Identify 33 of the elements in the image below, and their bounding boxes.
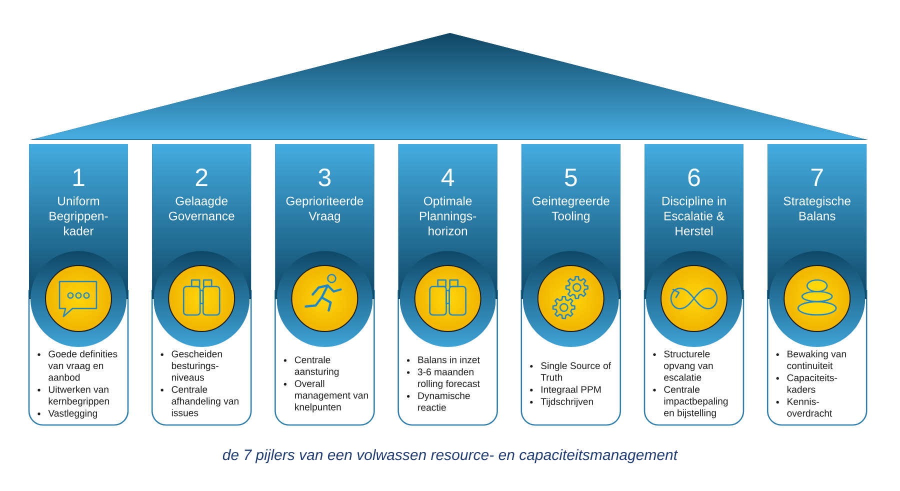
bullet-item: Kennis- overdracht [787, 398, 832, 417]
pillar-number: 5 [564, 168, 577, 186]
pillar-title: Optimale Plannings- horizon [420, 196, 476, 236]
bullet-item: Tijdschrijven [540, 398, 593, 407]
caption: de 7 pijlers van een volwassen resource- en capaciteitsmanagement [222, 449, 678, 464]
bullet-item: Integraal PPM [541, 386, 601, 395]
bullet-item: Structurele opvang van escalatie [664, 350, 713, 381]
bullet-item: Centrale afhandeling van issues [172, 386, 238, 416]
bullet-item: Vastlegging [48, 410, 98, 419]
bullet-item: Capaciteits- kaders [787, 374, 838, 393]
bullet-item: Bewaking van continuiteit [787, 350, 846, 370]
bullet-item: Overall management van knelpunten [294, 380, 368, 412]
pillar-number: 4 [441, 168, 454, 186]
bullet-item: Single Source of Truth [540, 362, 612, 381]
bullet-item: Centrale aansturing [294, 356, 339, 377]
pillar-title: Geintegreerde Tooling [532, 196, 610, 223]
bullet-item: Balans in inzet [418, 356, 480, 364]
bullet-item: Gescheiden besturings- niveaus [172, 350, 222, 381]
pillar-number: 7 [811, 168, 823, 186]
pillar-number: 6 [688, 168, 700, 186]
bullet-item: Centrale impactbepaling en bijstelling [664, 386, 728, 418]
bullet-item: Dynamische reactie [418, 392, 470, 411]
pillar-title: Geprioriteerde Vraag [286, 196, 364, 223]
pillar-number: 2 [196, 168, 208, 186]
pillar-title: Gelaagde Governance [168, 196, 234, 220]
pillar-title: Strategische Balans [784, 196, 850, 220]
pillar-title: Discipline in Escalatie & Herstel [662, 196, 726, 236]
bullet-item: 3-6 maanden rolling forecast [418, 368, 480, 389]
pillar-number: 1 [73, 168, 84, 186]
bullet-item: Goede definities van vraag en aanbod [48, 350, 118, 381]
bullet-item: Uitwerken van kernbegrippen [48, 386, 109, 406]
pillar-title: Uniform Begrippen- kader [50, 196, 108, 236]
pillar-number: 3 [318, 168, 331, 186]
